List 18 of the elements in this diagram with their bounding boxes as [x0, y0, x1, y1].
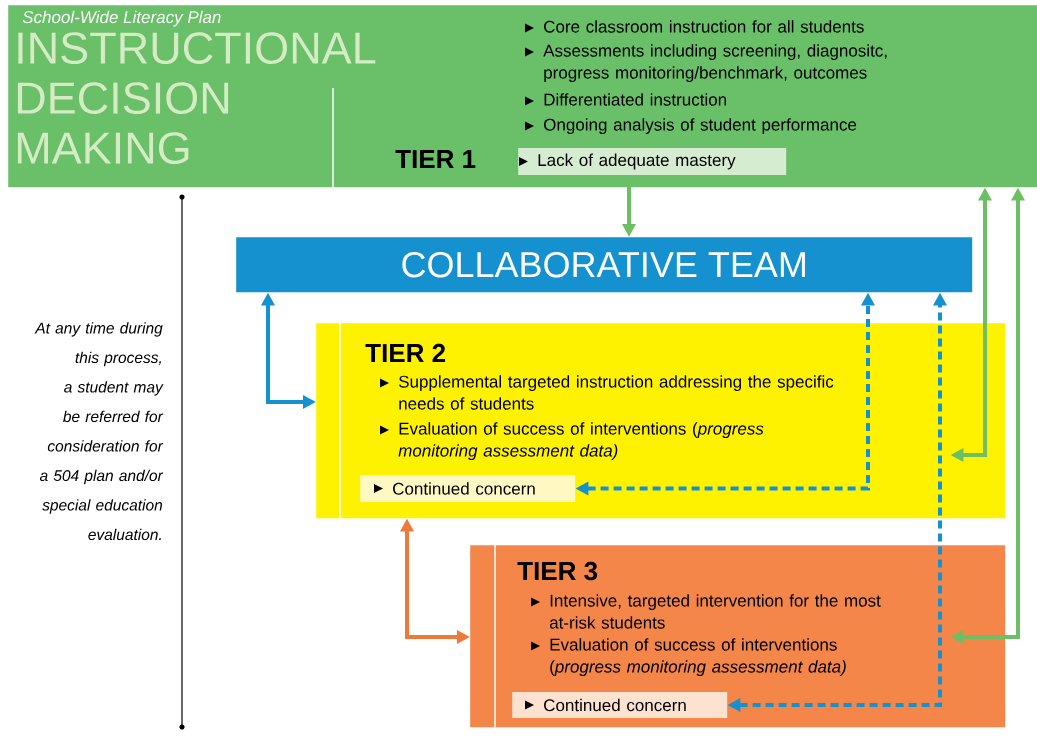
status-box: Continued concern	[512, 692, 728, 718]
tier-heading: TIER 2	[365, 343, 446, 362]
tier-heading: TIER 1	[395, 150, 476, 168]
bullet-text: Assessments including screening, diagnositc, progress monitoring/benchmark, outcomes	[543, 44, 887, 83]
team-bar: COLLABORATIVE TEAM	[236, 237, 973, 293]
bullet-text: Core classroom instruction for all students	[544, 20, 864, 33]
bullet-text: Differentiated instruction	[544, 93, 726, 106]
bullet-text: Supplemental targeted instruction addressing the specific needs of students	[398, 375, 834, 410]
bullet-text: Evaluation of success of interventions (progress monitoring assessment data)	[398, 422, 764, 461]
status-box: Continued concern	[360, 475, 576, 502]
bullet-text: Intensive, targeted intervention for the most at-risk students	[549, 594, 881, 629]
title: INSTRUCTIONAL DECISION MAKING	[17, 32, 376, 165]
status-box: Lack of adequate mastery	[518, 148, 787, 175]
subtitle: School-Wide Literacy Plan	[22, 10, 221, 27]
tier-heading: TIER 3	[517, 561, 598, 581]
side-note: At any time during this process, a student may be referred for consideration for a 504 plan and/or special education evaluation.	[34, 322, 164, 541]
bullet-text: Evaluation of success of interventions (progress monitoring assessment data)	[550, 638, 846, 677]
bullet-text: Ongoing analysis of student performance	[544, 118, 857, 135]
